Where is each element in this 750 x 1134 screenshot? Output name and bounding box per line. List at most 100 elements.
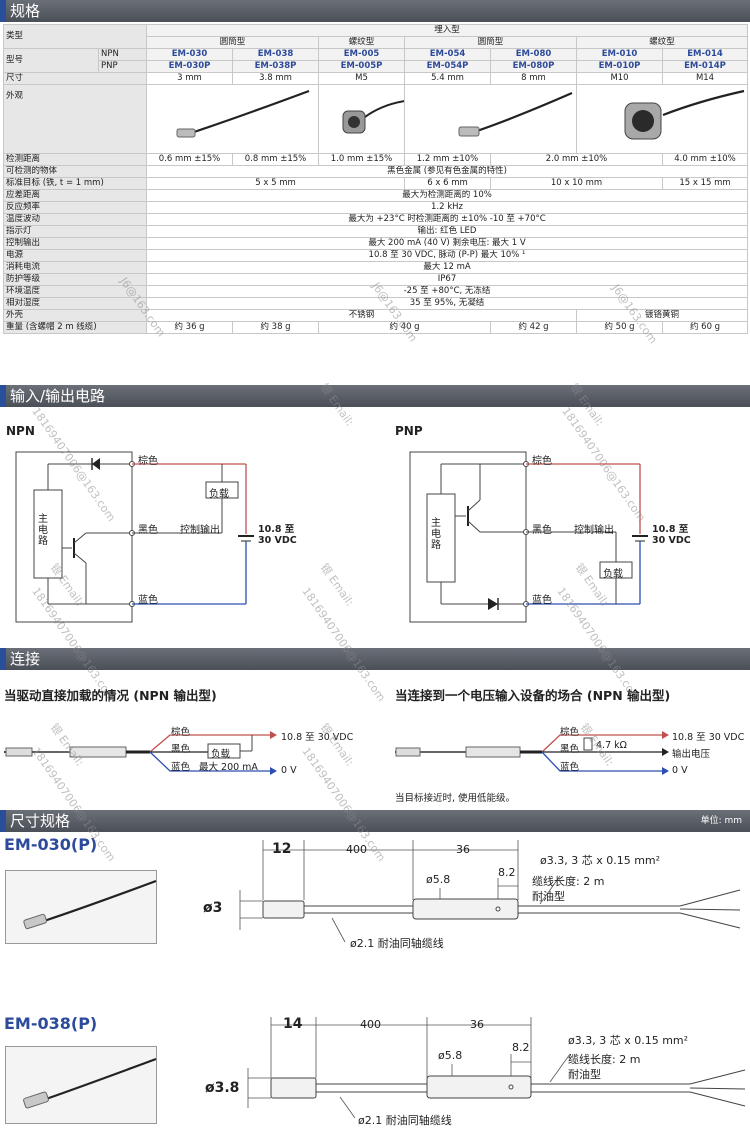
case-label: 外壳 bbox=[2, 309, 148, 322]
unit-label: 单位: mm bbox=[700, 816, 742, 826]
connect-note: 当目标接近时, 使用低能级。 bbox=[395, 793, 516, 804]
model-cell: EM-030 bbox=[146, 48, 234, 61]
thread-header: 螺纹型 bbox=[318, 36, 406, 49]
section-marker bbox=[0, 0, 6, 22]
zero-volt-label: 0 V bbox=[672, 765, 688, 776]
wire-brown-label: 棕色 bbox=[171, 727, 191, 738]
supply-label: 10.8 至 30 VDC bbox=[258, 524, 297, 546]
section-title: 连接 bbox=[10, 650, 41, 668]
zero-volt-label: 0 V bbox=[281, 765, 297, 776]
model-cell: EM-014P bbox=[662, 60, 749, 73]
model-cell: EM-010P bbox=[576, 60, 664, 73]
ctrl-out-label: 控制输出 bbox=[180, 525, 220, 536]
wire-blue-label: 蓝色 bbox=[138, 595, 158, 606]
coax-cable: ø2.1 耐油同轴缆线 bbox=[358, 1114, 452, 1127]
model-cell: EM-005 bbox=[318, 48, 406, 61]
freq-label: 反应频率 bbox=[2, 201, 148, 214]
envtemp-label: 环境温度 bbox=[2, 285, 148, 298]
dim-cable-length: 400 bbox=[346, 843, 367, 856]
section-title: 尺寸规格 bbox=[10, 812, 71, 830]
power-label: 电源 bbox=[2, 249, 148, 262]
cable-spec: ø3.3, 3 芯 x 0.15 mm² bbox=[568, 1034, 689, 1047]
dim-body-length: 36 bbox=[470, 1018, 484, 1031]
wire-black-label: 黑色 bbox=[171, 744, 191, 755]
dim-head-length: 12 bbox=[272, 841, 292, 857]
model-cell: EM-038P bbox=[232, 60, 320, 73]
sensor-photo-em030 bbox=[5, 870, 157, 944]
load-label: 负载 bbox=[209, 489, 229, 500]
weight-cell: 约 50 g bbox=[576, 321, 664, 334]
load-label: 负载 bbox=[211, 749, 231, 760]
output-voltage-label: 输出电压 bbox=[672, 749, 711, 760]
hyst-label: 应差距离 bbox=[2, 189, 148, 202]
supply-label: 10.8 至 30 VDC bbox=[281, 732, 354, 743]
model-title-em038: EM-038(P) bbox=[4, 1014, 98, 1033]
wire-brown-label: 棕色 bbox=[560, 727, 580, 738]
dim-head-length: 14 bbox=[283, 1016, 303, 1032]
load-label: 负载 bbox=[603, 569, 623, 580]
model-label: 型号 bbox=[3, 48, 99, 73]
ip-label: 防护等级 bbox=[2, 273, 148, 286]
model-cell: EM-080P bbox=[490, 60, 578, 73]
weight-cell: 约 60 g bbox=[662, 321, 749, 334]
ctrl-out-label: 控制输出 bbox=[574, 525, 614, 536]
model-cell: EM-080 bbox=[490, 48, 578, 61]
wire-black-label: 黑色 bbox=[532, 525, 552, 536]
object-label: 可检测的物体 bbox=[2, 165, 148, 178]
section-title: 规格 bbox=[10, 2, 41, 20]
thread-header: 螺纹型 bbox=[576, 36, 749, 49]
npn-title: NPN bbox=[6, 424, 35, 438]
npn-label: NPN bbox=[97, 48, 148, 61]
model-cell: EM-038 bbox=[232, 48, 320, 61]
section-header-io: 输入/输出电路 bbox=[0, 385, 750, 407]
dim-body-diameter: ø5.8 bbox=[438, 1049, 463, 1062]
type-label: 类型 bbox=[2, 24, 148, 49]
model-title-em030: EM-030(P) bbox=[4, 835, 98, 854]
dim-cable-length: 400 bbox=[360, 1018, 381, 1031]
supply-label: 10.8 至 30 VDC bbox=[652, 524, 691, 546]
current-label: 消耗电流 bbox=[2, 261, 148, 274]
cyl-header: 圆筒型 bbox=[146, 36, 320, 49]
pnp-title: PNP bbox=[395, 424, 423, 438]
cable-length: 缆线长度: 2 m bbox=[568, 1053, 641, 1066]
cable-length: 缆线长度: 2 m bbox=[532, 875, 605, 888]
model-cell: EM-054 bbox=[404, 48, 492, 61]
coax-cable: ø2.1 耐油同轴缆线 bbox=[350, 937, 444, 950]
dim-offset: 8.2 bbox=[498, 866, 516, 879]
main-circuit-label: 主电路 bbox=[38, 514, 48, 547]
wire-blue-label: 蓝色 bbox=[560, 762, 580, 773]
connect-right-title: 当连接到一个电压输入设备的场合 (NPN 输出型) bbox=[395, 688, 671, 703]
weight-cell: 约 40 g bbox=[318, 321, 492, 334]
dim-body-length: 36 bbox=[456, 843, 470, 856]
wire-black-label: 黑色 bbox=[560, 744, 580, 755]
spec-table: 类型 埋入型 圆筒型 螺纹型 圆筒型 螺纹型 型号 NPN EM-030 EM-… bbox=[2, 24, 749, 334]
resistor-label: 4.7 kΩ bbox=[596, 740, 627, 751]
section-header-spec: 规格 bbox=[0, 0, 750, 22]
model-cell: EM-014 bbox=[662, 48, 749, 61]
model-cell: EM-030P bbox=[146, 60, 234, 73]
connect-left-title: 当驱动直接加载的情况 (NPN 输出型) bbox=[4, 688, 217, 703]
sensor-photo-cyl-large bbox=[404, 84, 578, 154]
section-marker bbox=[0, 810, 6, 832]
wire-blue-label: 蓝色 bbox=[171, 762, 191, 773]
wire-blue-label: 蓝色 bbox=[532, 595, 552, 606]
model-cell: EM-010 bbox=[576, 48, 664, 61]
max-current-label: 最大 200 mA bbox=[199, 762, 258, 773]
wire-brown-label: 棕色 bbox=[138, 456, 158, 467]
sensor-photo-em038 bbox=[5, 1046, 157, 1124]
cable-spec: ø3.3, 3 芯 x 0.15 mm² bbox=[540, 854, 661, 867]
wire-black-label: 黑色 bbox=[138, 525, 158, 536]
weight-cell: 约 38 g bbox=[232, 321, 320, 334]
dim-head-diameter: ø3.8 bbox=[205, 1080, 240, 1096]
dim-offset: 8.2 bbox=[512, 1041, 530, 1054]
supply-label: 10.8 至 30 VDC bbox=[672, 732, 745, 743]
section-header-connect: 连接 bbox=[0, 648, 750, 670]
section-header-dims: 尺寸规格 单位: mm bbox=[0, 810, 750, 832]
oil-resistant: 耐油型 bbox=[532, 890, 565, 903]
